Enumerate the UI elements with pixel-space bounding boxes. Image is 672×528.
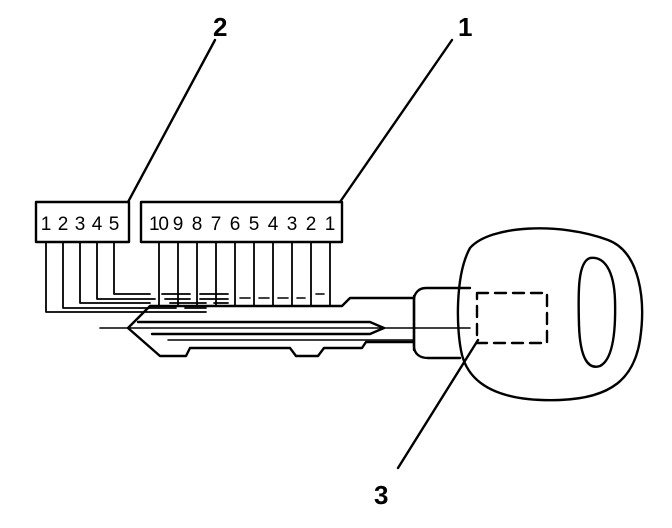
right-digit-4: 4 xyxy=(268,214,279,235)
cut-box-right xyxy=(139,200,344,244)
right-digit-5: 5 xyxy=(249,214,260,235)
right-digit-3: 3 xyxy=(287,214,298,235)
left-digit-5: 5 xyxy=(109,214,120,235)
cut-box-left xyxy=(34,200,131,244)
callout-2: 2 xyxy=(213,12,227,42)
key-ring-slot xyxy=(577,256,617,368)
right-digit-7: 7 xyxy=(211,214,222,235)
leader-l-5 xyxy=(113,241,229,295)
right-digit-10: 10 xyxy=(149,214,169,235)
transponder-chip xyxy=(475,291,549,345)
right-digit-9: 9 xyxy=(173,214,184,235)
leader-l-3 xyxy=(79,241,229,304)
left-digit-1: 1 xyxy=(41,214,52,235)
right-digit-2: 2 xyxy=(306,214,317,235)
right-digit-8: 8 xyxy=(192,214,203,235)
callout-3-leader xyxy=(396,338,480,470)
key-blade xyxy=(126,296,416,358)
leader-l-4 xyxy=(96,241,229,300)
right-box-leaders xyxy=(158,241,331,307)
callout-3: 3 xyxy=(374,480,388,510)
left-digit-2: 2 xyxy=(58,214,69,235)
key-head xyxy=(456,227,644,402)
cut-depth-marks xyxy=(239,293,325,299)
leader-l-1 xyxy=(45,241,207,313)
callout-2-leader xyxy=(126,38,217,204)
left-digit-3: 3 xyxy=(75,214,86,235)
left-digit-4: 4 xyxy=(92,214,103,235)
right-digit-1: 1 xyxy=(325,214,336,235)
left-box-leaders xyxy=(45,241,229,313)
callout-1: 1 xyxy=(458,12,472,42)
right-digit-6: 6 xyxy=(230,214,241,235)
callout-1-leader xyxy=(338,38,454,204)
leader-l-2 xyxy=(62,241,207,309)
